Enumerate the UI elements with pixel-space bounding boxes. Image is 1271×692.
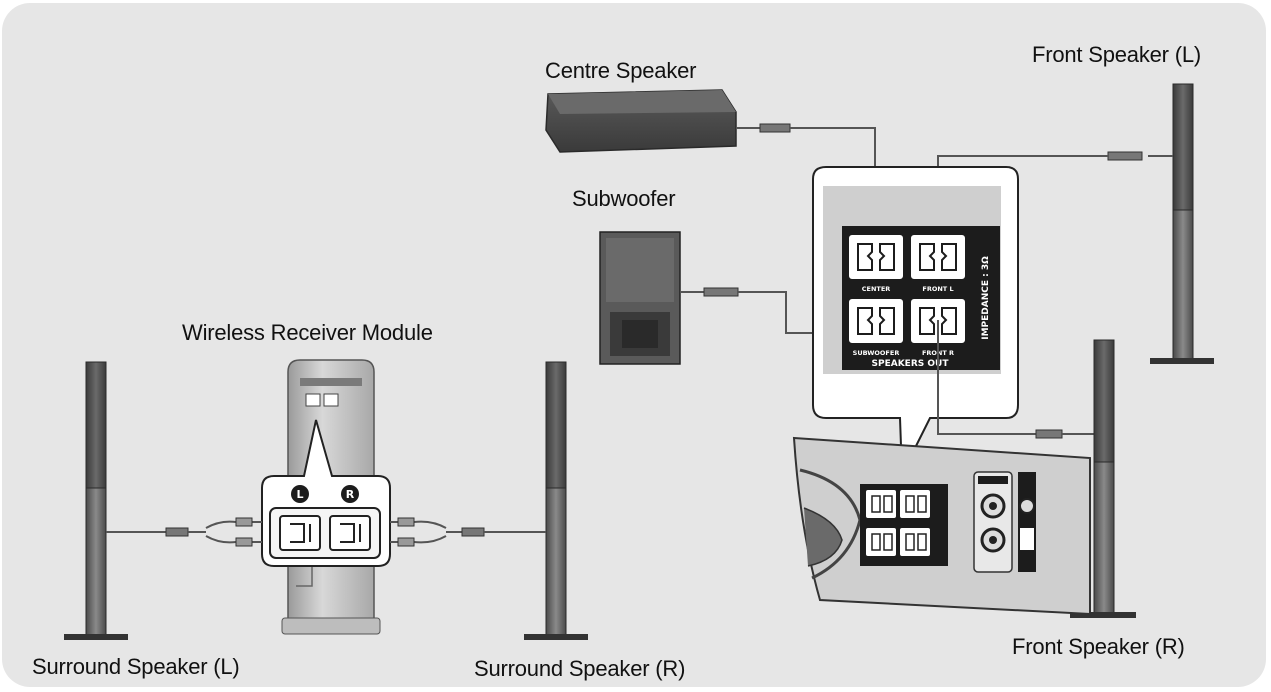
front-speaker-left xyxy=(1150,83,1214,364)
subwoofer xyxy=(599,231,681,365)
terminal-center xyxy=(847,233,905,281)
receiver-port-label-r: R xyxy=(346,488,355,501)
label-front-speaker-right: Front Speaker (R) xyxy=(1012,634,1185,659)
speaker-terminal-callout: CENTER FRONT L SUBWOOFER FRONT R SPEAKER… xyxy=(812,166,1019,475)
front-speaker-right xyxy=(1070,339,1136,618)
terminal-label-speakers-out: SPEAKERS OUT xyxy=(872,359,950,369)
label-centre-speaker: Centre Speaker xyxy=(545,58,697,83)
terminal-label-center: CENTER xyxy=(862,285,891,293)
surround-right-cable xyxy=(390,517,546,547)
centre-speaker xyxy=(545,89,737,153)
surround-speaker-right xyxy=(524,361,588,640)
surround-speaker-left xyxy=(64,361,128,640)
terminal-front-l xyxy=(909,233,967,281)
main-unit-rear-panel xyxy=(792,436,1091,616)
label-wireless-receiver-module: Wireless Receiver Module xyxy=(182,320,433,345)
terminal-label-front-l: FRONT L xyxy=(922,285,953,293)
label-front-speaker-left: Front Speaker (L) xyxy=(1032,42,1202,67)
front-speaker-right-cable xyxy=(937,320,1094,439)
receiver-port-callout: L R xyxy=(261,419,391,567)
surround-left-cable xyxy=(106,517,262,547)
label-surround-speaker-right: Surround Speaker (R) xyxy=(474,656,686,681)
label-subwoofer: Subwoofer xyxy=(572,186,676,211)
receiver-port-label-l: L xyxy=(296,488,303,501)
terminal-label-subwoofer: SUBWOOFER xyxy=(853,349,900,357)
terminal-label-impedance: IMPEDANCE : 3Ω xyxy=(981,256,991,340)
label-surround-speaker-left: Surround Speaker (L) xyxy=(32,654,240,679)
terminal-subwoofer xyxy=(847,297,905,345)
